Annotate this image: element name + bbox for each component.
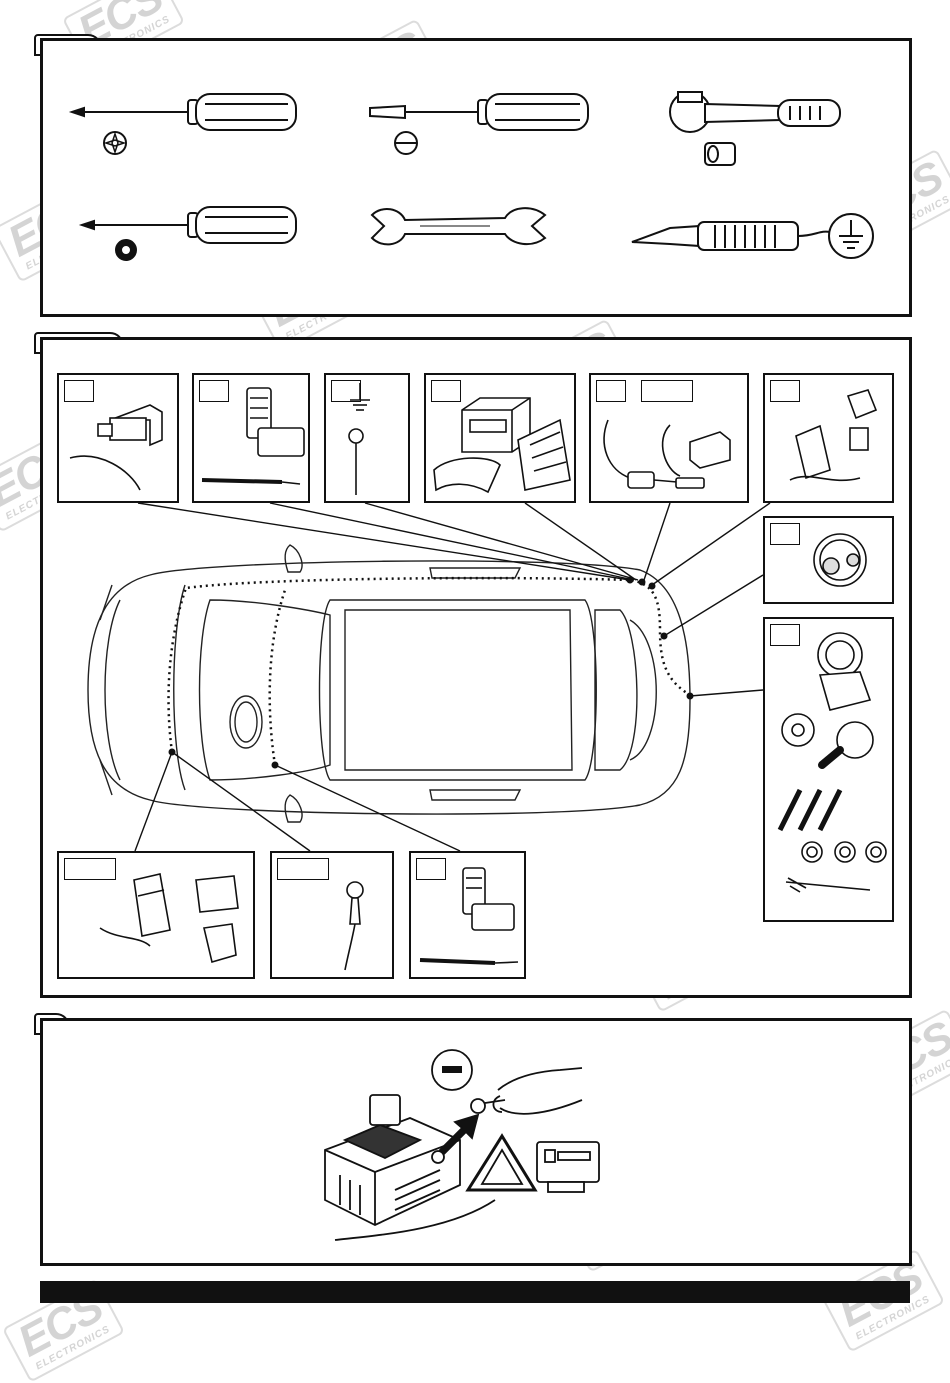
ground-terminal-icon <box>348 383 370 495</box>
car-top-view <box>87 544 691 823</box>
part-label <box>770 624 800 646</box>
radio-icon <box>536 1141 600 1193</box>
splice-connector-2-icon <box>419 867 519 965</box>
torx-screwdriver-icon <box>78 206 297 261</box>
control-module-icon <box>433 397 571 494</box>
part-label <box>770 523 800 545</box>
part-label <box>64 380 94 402</box>
connection-dots <box>168 576 694 769</box>
part-label <box>277 858 329 880</box>
part-label <box>770 380 800 402</box>
arrow-icon <box>438 1113 480 1156</box>
part-label <box>431 380 461 402</box>
part-label <box>199 380 229 402</box>
part-label <box>64 858 116 880</box>
flat-screwdriver-icon <box>369 93 589 155</box>
part-label <box>596 380 626 402</box>
warning-triangle-icon <box>465 1133 538 1192</box>
ring-terminal-icon <box>344 881 364 971</box>
part-box-fuse-holder <box>763 373 894 503</box>
socket-kit-icon <box>777 632 887 893</box>
tools-illustrations <box>68 91 874 261</box>
part-box-ring-terminal <box>270 851 394 979</box>
voltage-tester-icon <box>631 213 874 259</box>
part-label <box>416 858 446 880</box>
grommet-icon <box>813 533 867 587</box>
ratchet-icon <box>669 91 841 166</box>
hand-icon <box>470 1067 583 1115</box>
battery-illustration <box>324 1049 600 1241</box>
battery-panel <box>40 1018 912 1266</box>
part-label <box>641 380 693 402</box>
leader-lines <box>134 502 771 852</box>
relay-fuse-icon <box>99 873 239 964</box>
wrench-icon <box>370 207 547 246</box>
splice-connector-icon <box>201 387 305 485</box>
connector-clip-icon <box>69 404 163 491</box>
phillips-screwdriver-icon <box>68 93 297 155</box>
parts-illustrations <box>69 383 887 971</box>
part-box-ground-terminal <box>324 373 410 503</box>
tools-panel <box>40 38 912 317</box>
negative-terminal-icon <box>431 1049 473 1091</box>
fuse-holder-icon <box>789 389 878 482</box>
footer-bar <box>40 1281 910 1303</box>
plug-connector-icon <box>603 419 731 489</box>
battery-icon <box>324 1094 496 1241</box>
